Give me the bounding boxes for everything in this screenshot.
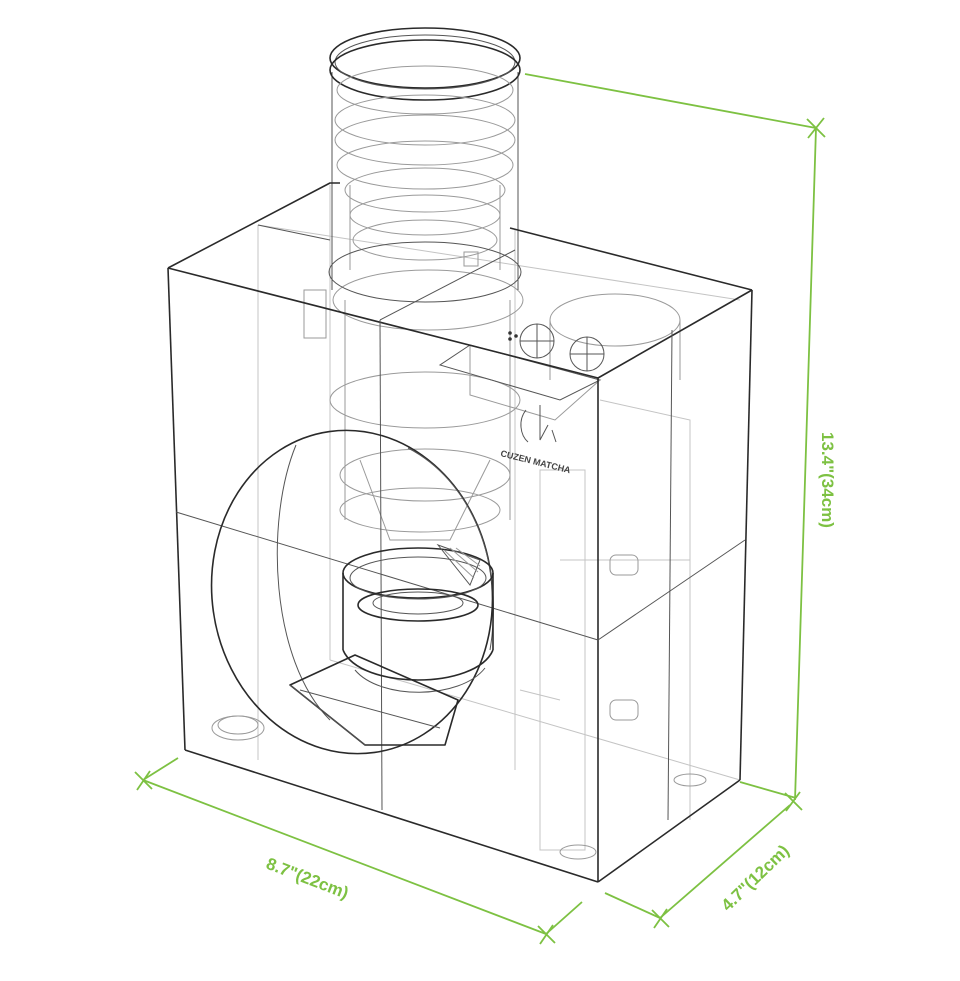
height-label: 13.4"(34cm) [818,432,837,528]
width-dimension: 8.7"(22cm) [134,757,583,945]
depth-label: 4.7"(12cm) [718,841,793,915]
matcha-canister [328,27,522,303]
internal-mechanism [211,185,741,851]
housing-outline [167,182,753,883]
height-dimension: 13.4"(34cm) [524,73,837,801]
cup-assembly [289,543,494,746]
width-label: 8.7"(22cm) [264,854,352,903]
feet [559,773,707,860]
